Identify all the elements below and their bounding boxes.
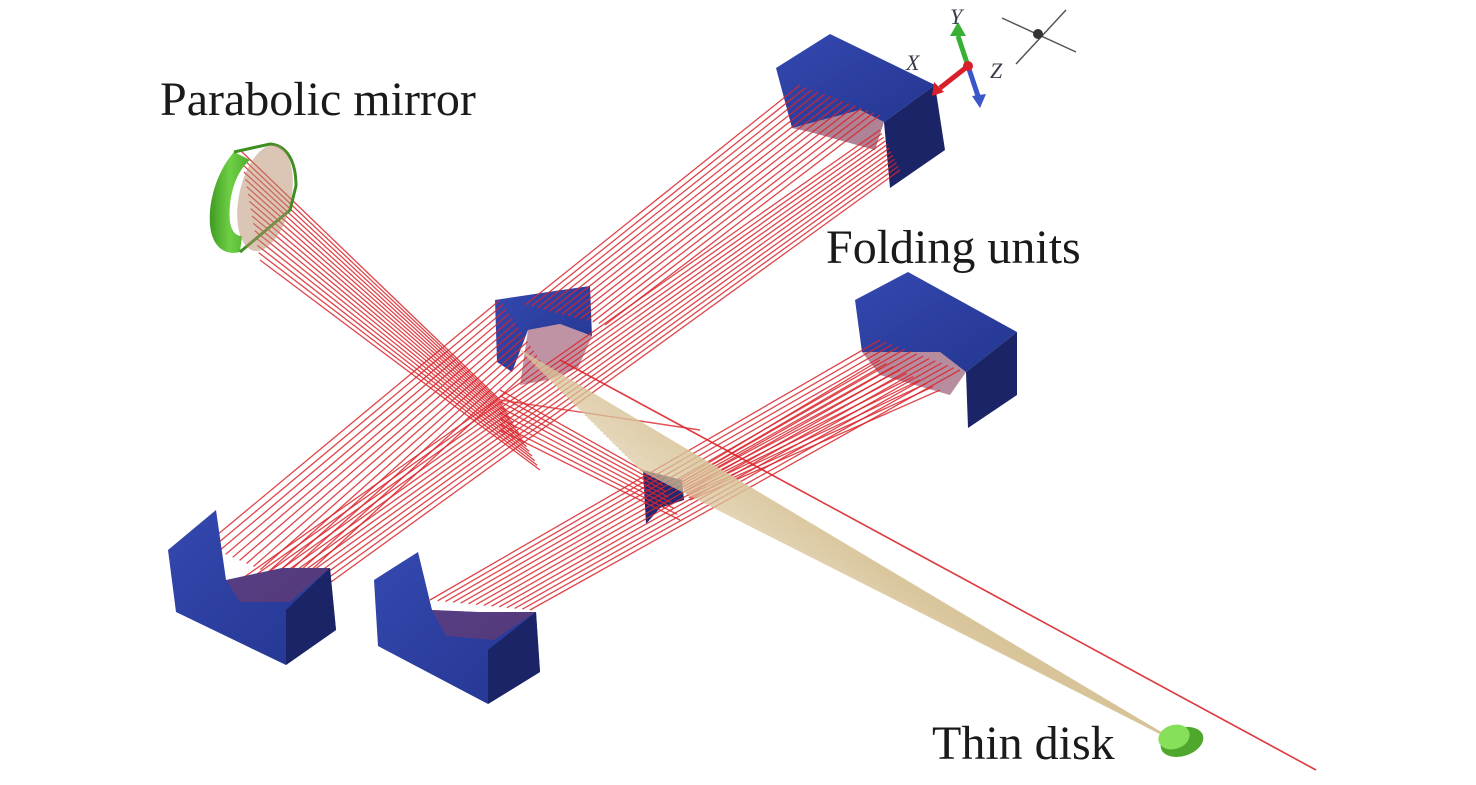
beam-diag-up <box>573 102 850 318</box>
beam-diag-up <box>567 100 844 317</box>
beam-diag-up <box>555 96 832 314</box>
beam-diag-up <box>586 107 862 321</box>
beam-long-diag <box>319 169 901 591</box>
folding-unit-lower-left <box>168 510 336 665</box>
beam-center-cross <box>499 417 675 510</box>
beam-exit-line <box>559 359 1317 771</box>
beam-mirror-to-center <box>251 215 525 443</box>
beam-long-diag <box>246 133 883 582</box>
beam-diag-left <box>253 331 522 568</box>
red-beam-paths <box>204 84 1317 771</box>
beam-long-diag <box>268 144 888 585</box>
beam-long-diag <box>261 140 886 584</box>
thin-disk-label: Thin disk <box>932 717 1115 770</box>
beam-diag-up <box>549 93 826 312</box>
beam-diag-up <box>592 109 869 323</box>
beam-long-diag <box>254 136 885 583</box>
beam-diag-left <box>239 322 516 561</box>
beam-diag-left <box>287 354 538 583</box>
beam-center-cross <box>499 429 681 521</box>
beam-mirror-to-center <box>256 244 536 462</box>
beam-right-to-center <box>679 359 881 481</box>
beam-diag-up <box>561 98 838 315</box>
beam-center-cross <box>499 412 672 504</box>
folding-unit-lower-mid <box>374 552 540 704</box>
beam-diag-left <box>232 317 513 558</box>
parabolic-mirror-label: Parabolic mirror <box>160 73 476 126</box>
focusing-beam-cone <box>519 349 1170 739</box>
folding-unit-mid-right <box>855 272 1017 428</box>
beam-diag-up <box>524 84 801 306</box>
beam-diag-left <box>211 304 504 549</box>
beam-mirror-to-center <box>250 208 522 438</box>
beam-long-diag <box>275 147 890 586</box>
beam-mirror-to-center <box>255 237 533 457</box>
beam-center-cross <box>499 400 667 492</box>
beam-mirror-to-center <box>258 252 538 466</box>
beam-center-cross <box>499 389 661 481</box>
beam-diag-left <box>266 341 529 574</box>
beam-long-diag <box>297 158 895 588</box>
beam-center-cross <box>499 423 678 515</box>
beam-diag-up <box>530 86 807 308</box>
beam-diag-up <box>536 89 813 309</box>
beam-diag-up <box>598 112 875 324</box>
crosshair-icon <box>1001 9 1077 65</box>
beam-mirror-to-center <box>247 193 517 429</box>
beam-center-cross <box>499 406 669 498</box>
beam-diag-up <box>543 91 819 311</box>
beam-mirror-to-center <box>254 230 530 452</box>
thin-disk-icon <box>1158 724 1204 757</box>
beam-diag-left <box>259 336 526 571</box>
axis-label-y: Y <box>950 4 963 29</box>
beam-diag-up <box>604 114 881 326</box>
beam-right-to-center <box>680 362 887 483</box>
beam-mirror-to-center <box>252 222 528 448</box>
beam-long-diag <box>239 129 881 581</box>
beam-diag-left <box>204 299 501 546</box>
beam-mirror-to-center <box>248 200 520 434</box>
beam-long-diag <box>305 162 897 589</box>
beam-diag-left <box>218 308 507 552</box>
beam-mirror-to-center <box>244 178 512 420</box>
beam-right-to-center <box>681 366 894 486</box>
beam-center-cross <box>499 395 664 487</box>
parabolic-mirror-icon <box>209 142 298 254</box>
folding-units-label: Folding units <box>826 221 1081 274</box>
axis-triad-icon <box>932 22 986 108</box>
folding-unit-back-right <box>776 34 945 188</box>
beam-diag-up <box>579 105 856 320</box>
beam-diag-left <box>246 327 519 564</box>
beam-long-diag <box>283 151 892 586</box>
axis-label-x: X <box>906 50 920 75</box>
beam-right-to-center <box>683 369 901 488</box>
beam-long-diag <box>312 165 899 590</box>
beam-diag-left <box>280 350 535 580</box>
cone-ray <box>639 469 1170 739</box>
beam-mirror-to-center <box>246 186 514 424</box>
beam-diag-left <box>225 313 510 555</box>
beam-long-diag <box>290 154 894 587</box>
axis-label-z: Z <box>990 58 1003 83</box>
